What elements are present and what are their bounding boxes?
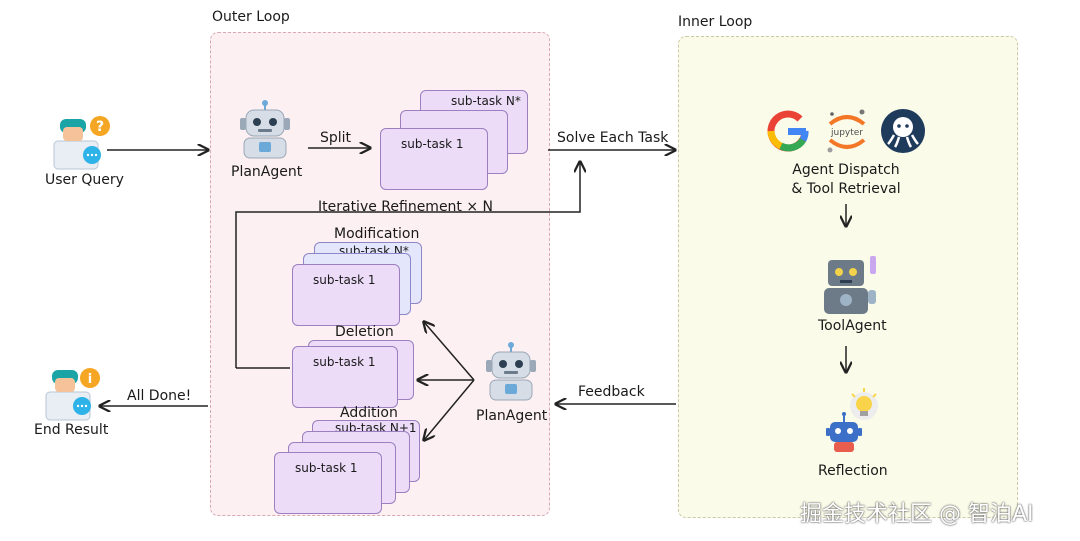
octopus-icon	[881, 109, 925, 153]
split-label: Split	[320, 130, 352, 146]
end-result-label: End Result	[34, 422, 109, 438]
lightbulb-robot-icon	[826, 388, 878, 452]
svg-text:i: i	[88, 372, 92, 387]
agent-dispatch-label-line1: Agent Dispatch	[792, 162, 900, 178]
user-info-icon: i	[45, 368, 100, 421]
subtask-label: sub-task 1	[313, 355, 376, 369]
subtask-label: sub-task 1	[401, 137, 464, 151]
robot-icon	[486, 342, 536, 401]
jupyter-logo-text: jupyter	[830, 128, 863, 138]
modification-label: Modification	[334, 226, 420, 242]
google-icon	[767, 110, 809, 152]
subtask-card-first: sub-task 1	[380, 128, 488, 190]
svg-text:?: ?	[96, 119, 104, 135]
tool-agent-label: ToolAgent	[818, 318, 887, 334]
watermark-text: 掘金技术社区 @ 智泊AI	[800, 502, 1034, 527]
modification-card-first: sub-task 1	[292, 264, 400, 326]
all-done-label: All Done!	[127, 388, 192, 404]
subtask-label: sub-task 1	[313, 273, 376, 287]
jupyter-icon: jupyter	[827, 109, 866, 153]
outer-loop-title: Outer Loop	[212, 9, 290, 25]
plan-agent-top-label: PlanAgent	[231, 164, 303, 180]
inner-loop-title: Inner Loop	[678, 14, 753, 30]
deletion-label: Deletion	[335, 324, 394, 340]
user-query-label: User Query	[45, 172, 124, 188]
iterative-refinement-label: Iterative Refinement × N	[318, 199, 494, 215]
addition-label: Addition	[340, 405, 398, 421]
subtask-label: sub-task 1	[295, 461, 358, 475]
user-question-icon: ?	[53, 116, 110, 170]
robot-icon	[240, 100, 290, 159]
addition-card-first: sub-task 1	[274, 452, 382, 514]
robot-icon	[824, 256, 876, 314]
solve-each-task-label: Solve Each Task	[557, 130, 669, 146]
agent-dispatch-label-line2: & Tool Retrieval	[791, 181, 901, 197]
deletion-card-front: sub-task 1	[292, 346, 398, 408]
subtask-label: sub-task N*	[451, 94, 521, 108]
reflection-label: Reflection	[818, 463, 888, 479]
plan-agent-bottom-label: PlanAgent	[476, 408, 548, 424]
feedback-label: Feedback	[578, 384, 645, 400]
